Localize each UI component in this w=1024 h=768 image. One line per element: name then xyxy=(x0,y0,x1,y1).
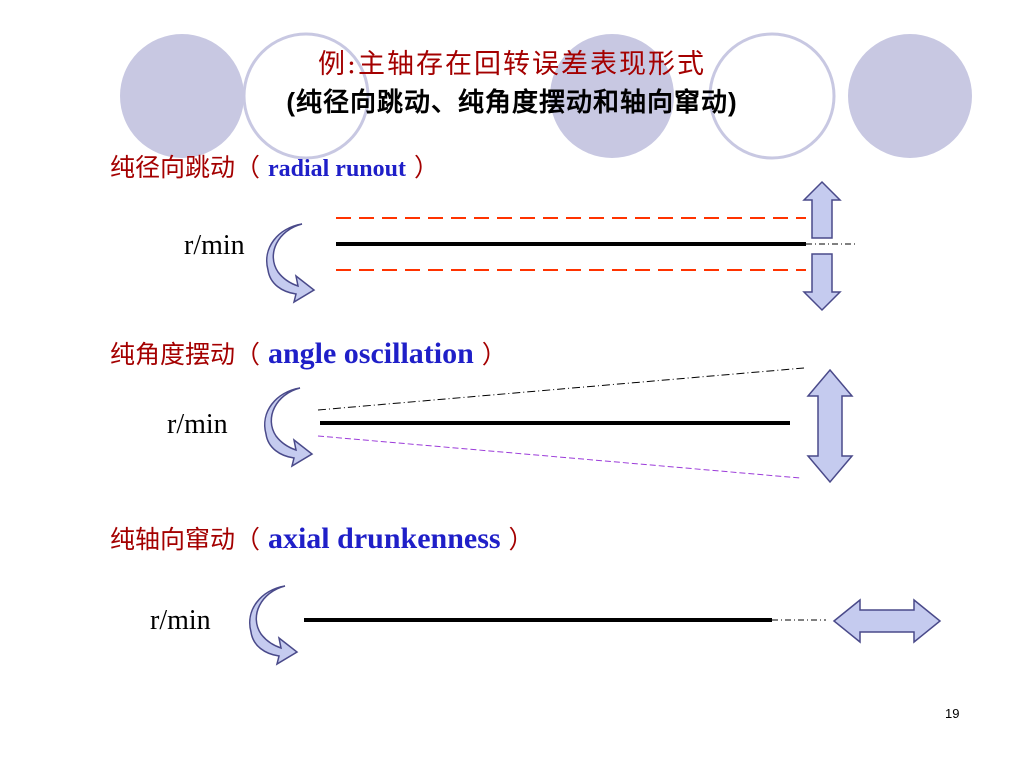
subtitle-open-paren: ( xyxy=(286,87,296,117)
angle-oscillation-diagram xyxy=(263,367,854,484)
heading-close: ） xyxy=(481,340,507,369)
rotation-arrow-icon xyxy=(263,387,313,467)
heading-cn: 纯径向跳动（ xyxy=(110,153,261,182)
slide-title: 例:主轴存在回转误差表现形式 xyxy=(317,49,707,80)
double-arrow-horizontal-icon xyxy=(832,598,942,644)
section-heading-axial-motion: 纯轴向窜动（ axial drunkenness ） xyxy=(110,520,534,556)
decor-circle-filled xyxy=(848,34,972,158)
heading-cn: 纯角度摆动（ xyxy=(110,340,261,369)
decor-circle-filled xyxy=(120,34,244,158)
oscillation-lower-axis xyxy=(317,435,801,479)
decor-circle-outline xyxy=(708,32,836,160)
speed-label: r/min xyxy=(150,605,211,636)
down-arrow-icon xyxy=(802,253,842,312)
subtitle-text: 纯径向跳动、纯角度摆动和轴向窜动 xyxy=(295,88,728,118)
heading-en: radial runout xyxy=(267,156,406,182)
subtitle-close-paren: ) xyxy=(728,87,738,117)
radial-runout-diagram xyxy=(265,180,858,312)
decorative-circles xyxy=(120,32,972,160)
heading-cn: 纯轴向窜动（ xyxy=(110,525,261,554)
rotation-arrow-icon xyxy=(265,223,315,303)
speed-label: r/min xyxy=(184,230,245,261)
rotation-arrow-icon xyxy=(248,585,298,665)
up-arrow-icon xyxy=(802,180,842,239)
page-number: 19 xyxy=(945,706,960,721)
decor-circle-filled xyxy=(550,34,674,158)
slide-subtitle: (纯径向跳动、纯角度摆动和轴向窜动) xyxy=(0,82,1024,119)
section-heading-angle-oscillation: 纯角度摆动（ angle oscillation ） xyxy=(110,335,507,371)
section-heading-radial-runout: 纯径向跳动（ radial runout ） xyxy=(110,148,439,184)
axial-motion-diagram xyxy=(248,585,942,665)
heading-close: ） xyxy=(413,153,439,182)
heading-en: angle oscillation xyxy=(267,337,474,370)
decor-circle-outline xyxy=(242,32,370,160)
oscillation-upper-axis xyxy=(317,367,805,411)
speed-label: r/min xyxy=(167,409,228,440)
heading-en: axial drunkenness xyxy=(267,522,501,555)
heading-close: ） xyxy=(508,525,534,554)
double-arrow-vertical-icon xyxy=(806,368,854,484)
